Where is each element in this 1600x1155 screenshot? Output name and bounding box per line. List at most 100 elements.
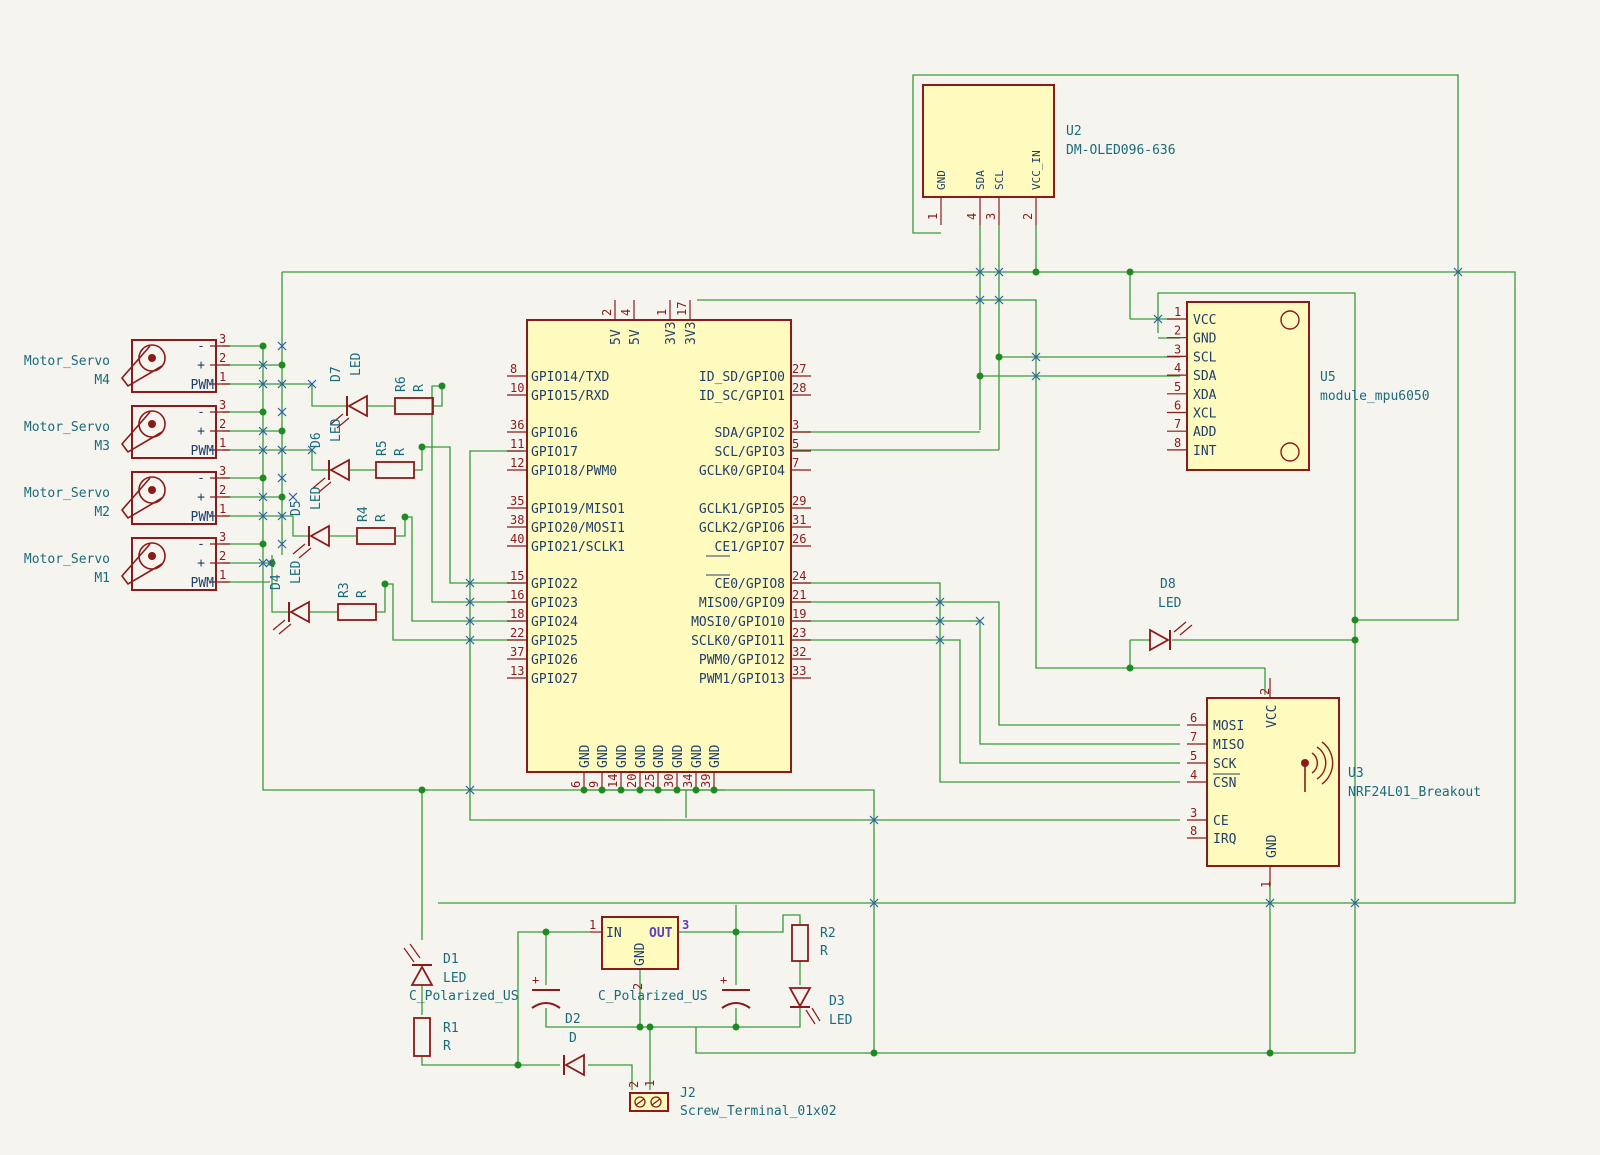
u1-right-pin-name: PWM1/GPIO13 — [699, 672, 785, 687]
servo-minus: - — [197, 405, 205, 420]
servo-pin3: 3 — [219, 332, 226, 346]
crossing-mark — [465, 635, 475, 645]
crossing-mark — [258, 492, 268, 502]
u5-pin-name: INT — [1193, 444, 1217, 459]
c1-value: C_Polarized_US — [409, 989, 519, 1004]
u3-nrf24l01: U3 NRF24L01_Breakout MOSI6MISO7SCK5CSN4C… — [1187, 678, 1481, 888]
r1-value: R — [443, 1039, 451, 1054]
crossing-mark — [465, 616, 475, 626]
u2-pin-name: GND — [935, 170, 948, 190]
crossing-mark — [277, 379, 287, 389]
crossing-mark — [1350, 898, 1360, 908]
led-ref: D6 — [309, 432, 324, 448]
u1-left-pin-num: 36 — [510, 418, 524, 432]
u1-bottom-pin-name: GND — [596, 744, 611, 768]
u5-pin-num: 6 — [1174, 399, 1181, 413]
u3-gnd-num: 1 — [1259, 881, 1273, 888]
d2-diode: D2 D — [563, 1012, 585, 1077]
r2-resistor: R2 R — [791, 924, 836, 962]
u5-pin-name: ADD — [1193, 425, 1217, 440]
servo-ref: M4 — [94, 373, 110, 388]
crossing-mark — [258, 379, 268, 389]
junction-dot — [418, 786, 426, 794]
crossing-mark — [935, 635, 945, 645]
servo-pin2: 2 — [219, 417, 226, 431]
servo-pwm: PWM — [191, 510, 215, 525]
junction-dot — [995, 353, 1003, 361]
crossing-mark — [277, 445, 287, 455]
wires — [222, 74, 1516, 1090]
u5-pin-num: 5 — [1174, 380, 1181, 394]
servo-motors: -+PWM321Motor_ServoM4-+PWM321Motor_Servo… — [24, 332, 230, 591]
servo-arm-icon — [120, 477, 163, 520]
u5-pin-name: SCL — [1193, 350, 1217, 365]
servo-axle — [148, 486, 156, 494]
crossing-mark — [258, 511, 268, 521]
junction-dot — [1126, 664, 1134, 672]
led-value: LED — [329, 418, 344, 442]
crossing-mark — [935, 597, 945, 607]
u1-top-pin-name: 3V3 — [684, 322, 699, 345]
reg-pin1: 1 — [589, 918, 596, 932]
j2-pin1: 1 — [643, 1080, 657, 1087]
junction-dot — [1351, 636, 1359, 644]
u1-left-pin-name: GPIO15/RXD — [531, 389, 609, 404]
u2-ref: U2 — [1066, 124, 1082, 139]
svg-text:+: + — [532, 973, 539, 987]
junction-dot — [278, 493, 286, 501]
junction-dot — [418, 443, 426, 451]
u1-bottom-pin-name: GND — [671, 744, 686, 768]
servo-minus: - — [197, 339, 205, 354]
u1-top-pin-name: 5V — [628, 329, 643, 345]
d1-ref: D1 — [443, 952, 459, 967]
u2-pin-name: SDA — [974, 170, 987, 190]
crossing-mark — [869, 898, 879, 908]
u1-right-pin-num: 26 — [792, 532, 806, 546]
led-triangle — [309, 524, 330, 548]
servo-label: Motor_Servo — [24, 354, 110, 369]
u5-pin-num: 7 — [1174, 417, 1181, 431]
junction-dot — [278, 427, 286, 435]
servo-axle — [148, 552, 156, 560]
junction-dot — [278, 361, 286, 369]
d3-led: D3 LED — [788, 987, 853, 1028]
r1-ref: R1 — [443, 1021, 459, 1036]
u3-pin-num: 6 — [1190, 711, 1197, 725]
u1-right-pin-num: 5 — [792, 437, 799, 451]
u1-right-pin-name: GCLK0/GPIO4 — [699, 464, 785, 479]
u2-pin-num: 4 — [965, 213, 979, 220]
resistor-ref: R3 — [337, 582, 352, 598]
crossing-mark — [277, 539, 287, 549]
c2-capacitor: + C_Polarized_US — [598, 973, 751, 1009]
resistor-body — [375, 461, 415, 479]
crossing-mark — [307, 445, 317, 455]
u1-right-pin-name: GCLK1/GPIO5 — [699, 502, 785, 517]
u1-right-pins: ID_SD/GPIO027ID_SC/GPIO128SDA/GPIO23SCL/… — [691, 362, 811, 687]
servo-plus: + — [197, 556, 205, 571]
junction-dot — [542, 928, 550, 936]
reg-pin3: 3 — [682, 918, 689, 932]
u1-right-pin-num: 27 — [792, 362, 806, 376]
crossing-mark — [975, 295, 985, 305]
junction-dot — [259, 474, 267, 482]
r2-value: R — [820, 944, 828, 959]
u1-right-pin-name: MISO0/GPIO9 — [699, 596, 785, 611]
junction-dot — [646, 1023, 654, 1031]
u1-right-pin-num: 24 — [792, 569, 806, 583]
crossing-mark — [258, 426, 268, 436]
crossing-mark — [975, 616, 985, 626]
u1-left-pin-name: GPIO22 — [531, 577, 578, 592]
crossing-mark — [465, 578, 475, 588]
led-ray — [330, 413, 344, 425]
crossing-mark — [1153, 314, 1163, 324]
u1-right-pin-name: SCLK0/GPIO11 — [691, 634, 785, 649]
servo-minus: - — [197, 537, 205, 552]
junction-dot — [259, 342, 267, 350]
u1-left-pin-num: 11 — [510, 437, 524, 451]
u1-right-pin-num: 32 — [792, 645, 806, 659]
